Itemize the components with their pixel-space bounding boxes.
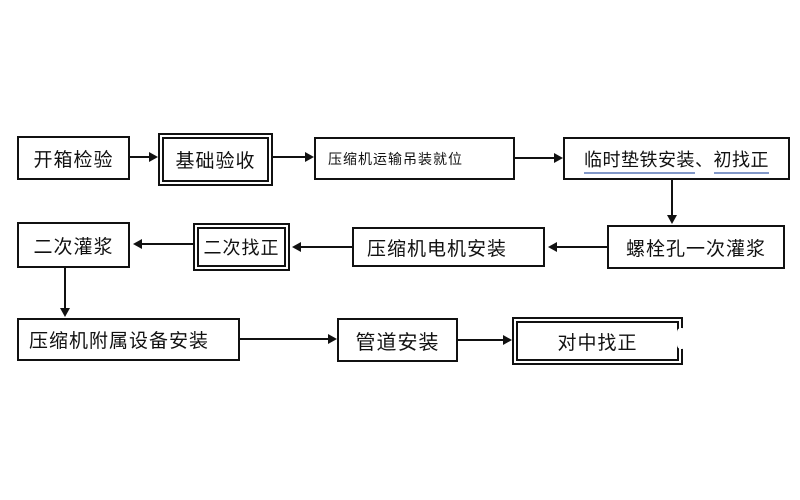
arrow-unpacking-to-foundation: [130, 152, 158, 162]
node-label: 压缩机电机安装: [367, 237, 508, 260]
node-label: 对中找正: [557, 331, 638, 354]
node-inner-border: 基础验收: [162, 137, 269, 182]
arrow-alignment-to-secondary-grouting: [133, 239, 193, 249]
node-bolt-hole-first-grouting: 螺栓孔一次灌浆: [607, 225, 785, 269]
arrow-grouting-to-auxiliary: [60, 268, 70, 317]
arrow-grouting-to-motor: [548, 242, 607, 252]
node-inner-border: 二次找正: [197, 227, 286, 267]
node-label: 螺栓孔一次灌浆: [625, 237, 766, 260]
node-foundation-acceptance: 基础验收: [158, 133, 273, 186]
node-inner-border: 对中找正: [516, 321, 679, 361]
node-compressor-motor-installation: 压缩机电机安装: [352, 227, 545, 267]
node-secondary-grouting: 二次灌浆: [17, 222, 130, 268]
underlined-text: 临时垫铁安装: [584, 149, 695, 174]
node-pipeline-installation: 管道安装: [337, 318, 458, 362]
node-auxiliary-equipment-installation: 压缩机附属设备安装: [17, 318, 240, 361]
node-label: 基础验收: [175, 150, 256, 172]
arrow-shim-to-grouting: [667, 180, 677, 224]
node-centering-alignment: 对中找正: [512, 317, 683, 365]
node-compressor-transport-hoisting: 压缩机运输吊装就位: [314, 137, 515, 180]
arrow-motor-to-secondary-alignment: [292, 242, 352, 252]
node-temporary-shim-initial-alignment: 临时垫铁安装、初找正: [563, 137, 790, 180]
arrow-pipeline-to-centering: [458, 335, 512, 345]
arrow-foundation-to-transport: [273, 152, 314, 162]
arrow-transport-to-shim: [515, 153, 563, 163]
node-label: 开箱检验: [33, 148, 114, 171]
node-label: 管道安装: [355, 329, 440, 354]
watermark-artifact: [677, 328, 686, 349]
arrow-auxiliary-to-pipeline: [240, 334, 337, 344]
node-label: 二次找正: [203, 238, 280, 259]
node-label: 压缩机运输吊装就位: [328, 151, 463, 168]
node-label: 压缩机附属设备安装: [29, 330, 210, 352]
node-secondary-alignment: 二次找正: [193, 223, 290, 271]
node-unpacking-inspection: 开箱检验: [17, 136, 130, 180]
node-label: 临时垫铁安装、初找正: [584, 146, 769, 174]
underlined-text: 初找正: [713, 149, 769, 174]
node-label: 二次灌浆: [33, 235, 114, 258]
